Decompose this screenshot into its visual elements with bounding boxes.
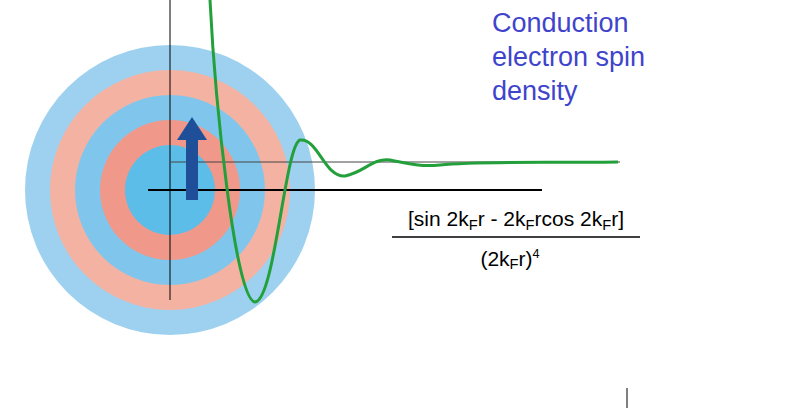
subscript: F — [602, 217, 611, 233]
formula-numerator: [sin 2kFr - 2kFrcos 2kFr] — [408, 206, 624, 238]
fraction-bar — [392, 236, 640, 238]
subscript: F — [469, 217, 478, 233]
spin-arrow — [177, 117, 207, 140]
formula-denominator: (2kFr)4 — [480, 241, 539, 277]
spin-arrow — [186, 138, 198, 200]
axis-line — [170, 0, 171, 300]
superscript: 4 — [533, 247, 540, 261]
axis-line — [148, 189, 542, 191]
subscript: F — [526, 217, 535, 233]
tick-mark — [627, 388, 628, 408]
subscript: F — [510, 256, 519, 272]
curve-title: Conduction electron spin density — [492, 6, 697, 108]
